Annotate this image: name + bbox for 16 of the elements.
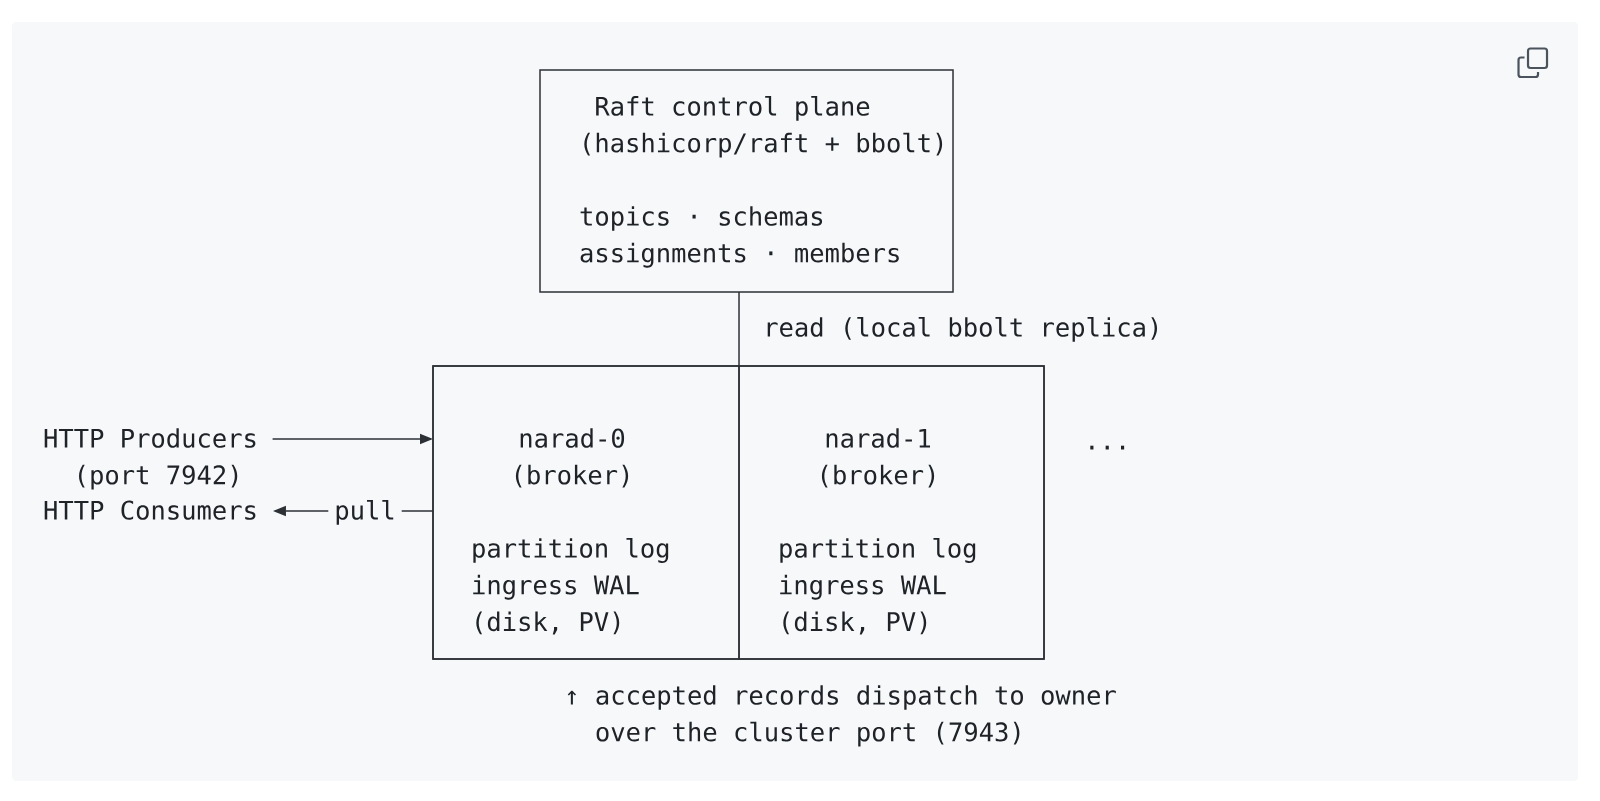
cell-text: partition log ingress WAL (disk, PV) [780,538,976,635]
control-plane-box [539,69,954,293]
box-text: topics · schemas assignments · members [580,206,899,268]
ellipsis: ... [1090,445,1125,450]
cell-title: narad-1 (broker) [821,428,935,488]
note-text: ↑ accepted records dispatch to owner over the cluster port (7943) [567,685,1116,747]
broker-cell [738,365,1045,660]
connector-line [738,291,740,367]
cell-title: narad-0 (broker) [515,428,629,488]
edge-label: read (local bbolt replica) [767,317,1158,342]
broker-cell [432,365,740,660]
edge-label: pull [328,497,402,528]
endpoint-label: HTTP Consumers [44,500,256,520]
box-title: Raft control plane (hashicorp/raft + bbolt) [584,96,943,158]
cell-text: partition log ingress WAL (disk, PV) [473,538,669,635]
endpoint-label: HTTP Producers (port 7942) [44,428,256,490]
